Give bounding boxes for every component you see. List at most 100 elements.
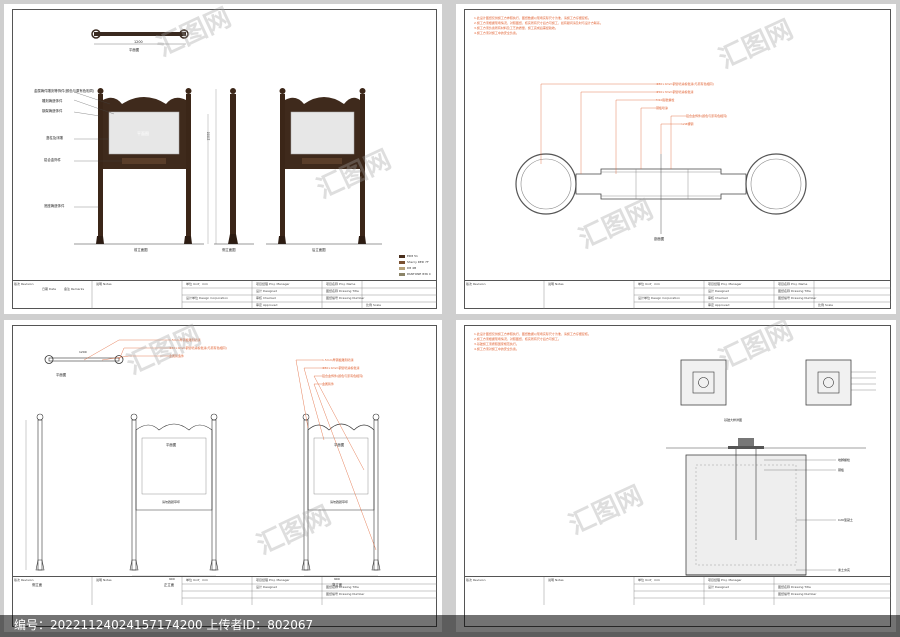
dimension-value: 900 — [169, 577, 175, 581]
callout-label: 金属铸造件 — [169, 354, 185, 358]
tb-approved: 审定 Approved — [708, 303, 730, 307]
callout-label: 1.5mm厚钢板雕刻喷漆 — [169, 338, 201, 342]
design-note: 4.施工方须对施工中的安全负责。 — [474, 31, 519, 35]
callout-label: Φ80×4mm钢管喷涂棕色漆 — [322, 366, 360, 370]
sheet-frame — [464, 9, 891, 309]
tb-proj-name: 项目名称 Proj. Name — [326, 282, 356, 286]
tb-drawing-title: 图纸名称 Drawing Title — [778, 585, 811, 589]
tb-revision: 版次 Revision — [14, 282, 34, 286]
callout-label: Φ50×3mm钢管喷涂棕色漆 — [656, 90, 694, 94]
drawing-sheet-foundation: 1.此设计图纸仅供施工方参照执行，图纸数据以现场实际尺寸为准，请施工方仔细复核。… — [456, 320, 896, 632]
callout-label: Φ80×4mm钢管喷涂棕色漆(与原有色相同) — [656, 82, 714, 86]
callout-label: C20混凝土 — [838, 518, 853, 522]
sign-text: 平面图 — [137, 131, 149, 136]
tb-unit: 单位 Unit：mm — [186, 578, 208, 582]
tb-remark: 备注 Remarks — [64, 287, 85, 291]
tb-revision: 版次 Revision — [466, 282, 486, 286]
dimension-drawing — [25, 339, 381, 577]
view-title: 侧立面图 — [222, 248, 236, 252]
tb-notes: 说明 Notes — [548, 282, 564, 286]
dimension-value: 900 — [334, 577, 340, 581]
dimension-value: 1200 — [79, 350, 87, 354]
drawing-sheet-section: 1.此设计图纸仅供施工方参照执行，图纸数据以现场实际尺寸为准，请施工方仔细复核。… — [456, 4, 896, 314]
tb-drawing-title: 图纸名称 Drawing Title — [326, 289, 359, 293]
dimension-value: 1200 — [134, 40, 143, 44]
title-block: 版次 Revision 日期 Date 备注 Remarks 说明 Notes … — [12, 280, 437, 309]
tb-unit: 单位 Unit：mm — [638, 578, 660, 582]
legend-item: PANTONE 836 C — [399, 272, 431, 276]
tb-revision: 版次 Revision — [14, 578, 34, 582]
design-note: 1.此设计图纸仅供施工方参照执行，图纸数据以现场实际尺寸为准，请施工方仔细复核。 — [474, 16, 591, 20]
legend-swatch — [399, 272, 405, 276]
tb-checked: 审核 Checked — [256, 296, 276, 300]
drawing-sheet-dimensions: 平面图 1.5mm厚钢板雕刻喷漆 Φ80×4mm钢管喷涂棕色漆(与原有色相同) … — [4, 320, 442, 632]
callout-label: 钢板喷涂 — [656, 106, 669, 110]
tb-unit: 单位 Unit：mm — [186, 282, 208, 286]
tb-notes: 说明 Notes — [548, 578, 564, 582]
tb-drawing-title: 图纸名称 Drawing Title — [326, 585, 359, 589]
tb-proj-manager: 项目经理 Proj. Manager — [256, 282, 290, 286]
tb-designed: 设计 Designed — [708, 585, 730, 589]
callout-label: 钢板 — [838, 468, 845, 472]
tb-checked: 审核 Checked — [708, 296, 728, 300]
callout-label: 金属铸件雕刻等饰件(颜色与原有色相同) — [34, 89, 95, 93]
section-drawing — [515, 83, 807, 234]
tb-design-unit: 设计单位 Design Corporation — [638, 296, 680, 300]
sign-title: 平面图 — [334, 443, 345, 447]
title-block: 版次 Revision 说明 Notes 单位 Unit：mm 项目经理 Pro… — [464, 576, 891, 605]
tb-drawing-number: 图纸编号 Drawing Number — [778, 592, 817, 596]
tb-proj-name: 项目名称 Proj. Name — [778, 282, 808, 286]
design-note: 4.施工方须对施工中的安全负责。 — [474, 347, 519, 351]
callout-label: 雕刻铸造饰件 — [42, 99, 63, 103]
design-note: 3.施工方须负责所有材料及工艺的质量，施工完成后需经验收。 — [474, 26, 558, 30]
sign-subtitle: 请勿践踏草坪 — [162, 500, 181, 504]
design-note: 1.此设计图纸仅供施工方参照执行，图纸数据以现场实际尺寸为准，请施工方仔细复核。 — [474, 332, 591, 336]
legend-item: Sherry RED 7F — [399, 260, 429, 264]
view-title: 正立面 — [164, 583, 175, 587]
view-title: 后立面图 — [312, 248, 326, 252]
legend-swatch — [399, 266, 405, 270]
tb-notes: 说明 Notes — [96, 282, 112, 286]
tb-proj-manager: 项目经理 Proj. Manager — [708, 578, 742, 582]
tb-proj-manager: 项目经理 Proj. Manager — [708, 282, 742, 286]
callout-label: 竖柱及浮雕 — [46, 136, 63, 140]
view-title: 剖面图 — [654, 237, 665, 241]
tb-notes: 说明 Notes — [96, 578, 112, 582]
watermark-band: 编号：20221124024157174200 上传者ID：802067 — [0, 615, 900, 637]
view-title: 侧立面 — [32, 583, 43, 587]
callout-label: 钢架铸造饰件 — [42, 109, 63, 113]
tb-scale: 比例 Scale — [366, 303, 382, 307]
tb-proj-manager: 项目经理 Proj. Manager — [256, 578, 290, 582]
callout-label: 1.5mm厚钢板雕刻喷漆 — [322, 358, 354, 362]
tb-date: 日期 Date — [42, 287, 57, 291]
legend-swatch — [399, 254, 405, 258]
title-block: 版次 Revision 说明 Notes 单位 Unit：mm 项目经理 Pro… — [12, 576, 437, 605]
tb-drawing-title: 图纸名称 Drawing Title — [778, 289, 811, 293]
title-block: 版次 Revision 说明 Notes 单位 Unit：mm 设计单位 Des… — [464, 280, 891, 309]
legend-swatch — [399, 260, 405, 264]
callout-label: 金属铸件 — [322, 382, 335, 386]
tb-designed: 设计 Designed — [256, 585, 278, 589]
elevation-drawing — [73, 29, 382, 245]
callout-label: 铝合金饰件 — [44, 158, 61, 162]
view-title: 基础大样详图 — [724, 418, 743, 422]
tb-designed: 设计 Designed — [256, 289, 278, 293]
tb-designed: 设计 Designed — [708, 289, 730, 293]
top-plan-label: 平面图 — [129, 48, 140, 52]
tb-design-unit: 设计单位 Design Corporation — [186, 296, 228, 300]
sheet-frame — [12, 9, 437, 309]
tb-unit: 单位 Unit：mm — [638, 282, 660, 286]
callout-label: 素土夯实 — [838, 568, 851, 572]
callout-label: Φ80×4mm钢管喷涂棕色漆(与原有色相同) — [169, 346, 227, 350]
view-title: 背立面 — [332, 583, 343, 587]
tb-drawing-number: 图纸编号 Drawing Number — [326, 296, 365, 300]
callout-label: 底座铸造饰件 — [44, 204, 65, 208]
design-note: 2.施工方须根据现场情况，对照图纸，核实所有尺寸后方可施工。 — [474, 337, 561, 341]
callout-label: 铝合金饰件(颜色与原有色相同) — [322, 374, 364, 378]
tb-scale: 比例 Scale — [818, 303, 834, 307]
tb-revision: 版次 Revision — [466, 578, 486, 582]
watermark-id-text: 编号：20221124024157174200 上传者ID：802067 — [14, 618, 314, 632]
sign-title: 平面图 — [166, 443, 177, 447]
view-title: 前立面图 — [134, 248, 148, 252]
callout-label: 12#槽钢 — [681, 122, 694, 126]
